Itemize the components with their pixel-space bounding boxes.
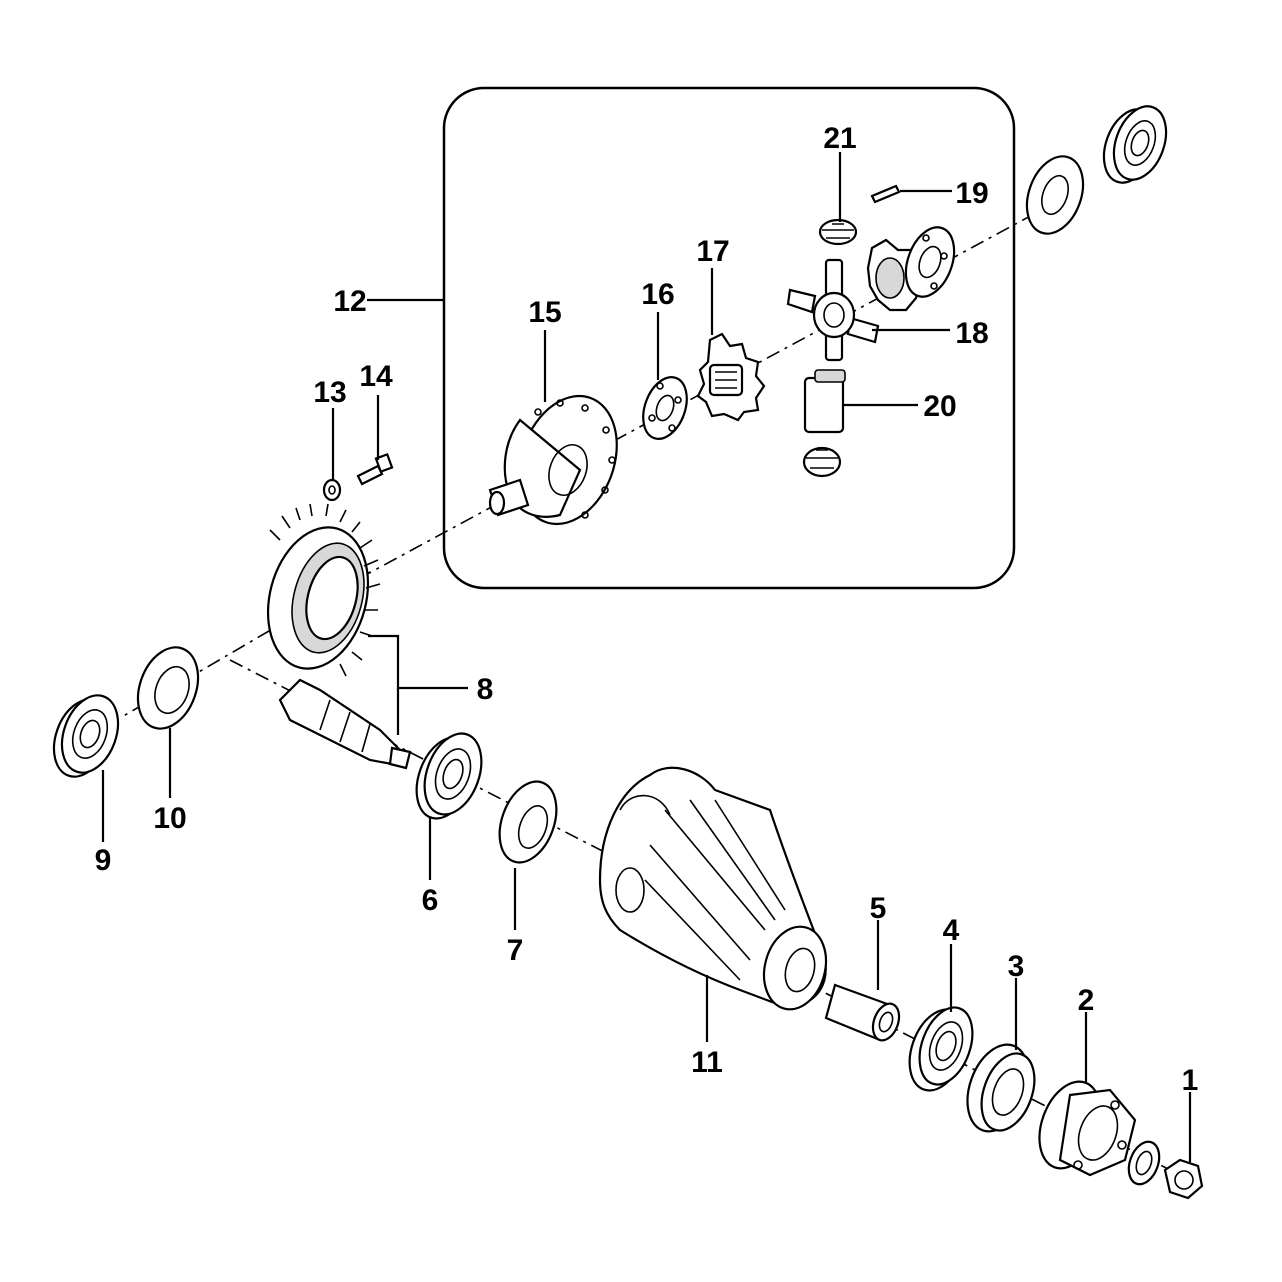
part-flange — [1038, 1080, 1137, 1177]
differential-group-box — [442, 86, 1016, 590]
callout-15: 15 — [528, 296, 561, 329]
part-spacer-sleeve — [824, 983, 901, 1042]
part-spider — [786, 258, 880, 362]
part-bearing-4 — [908, 1006, 974, 1092]
part-bearing-top-right — [1102, 105, 1168, 184]
callout-11: 11 — [691, 1046, 723, 1079]
callout-labels: 1 2 3 4 5 6 7 8 9 10 11 12 13 14 15 16 1… — [95, 122, 1199, 1097]
part-housing — [598, 766, 828, 1011]
part-bolt — [356, 452, 394, 486]
part-bearing-6 — [415, 732, 483, 820]
callout-1: 1 — [1182, 1064, 1199, 1097]
part-washer-small — [1127, 1140, 1161, 1186]
part-thrust-plate-right — [904, 226, 956, 298]
part-washer-7 — [498, 780, 558, 864]
part-thrust-washer — [642, 376, 688, 440]
callout-3: 3 — [1008, 950, 1025, 983]
callout-12: 12 — [333, 285, 366, 318]
part-ring-and-pinion — [266, 503, 412, 770]
part-pin — [870, 184, 901, 204]
part-side-gear-right — [866, 238, 922, 312]
center-lines — [119, 199, 1171, 1171]
callout-6: 6 — [422, 884, 439, 917]
callout-20: 20 — [923, 390, 956, 423]
part-pinion-gear-top — [818, 218, 858, 246]
part-washer-10 — [136, 646, 200, 730]
callout-9: 9 — [95, 844, 112, 877]
callout-16: 16 — [641, 278, 674, 311]
part-seal — [966, 1043, 1036, 1133]
part-nut — [1163, 1158, 1204, 1200]
part-washer-top-right — [1025, 155, 1085, 235]
part-block — [803, 369, 846, 434]
callout-5: 5 — [870, 892, 887, 925]
callout-13: 13 — [313, 376, 346, 409]
callout-2: 2 — [1078, 984, 1095, 1017]
callout-7: 7 — [507, 934, 524, 967]
callout-10: 10 — [153, 802, 186, 835]
callout-21: 21 — [823, 122, 856, 155]
part-lock-washer — [322, 478, 342, 502]
callout-4: 4 — [943, 914, 960, 947]
callout-18: 18 — [955, 317, 988, 350]
callout-8: 8 — [477, 673, 494, 706]
part-bearing-9 — [52, 694, 120, 778]
part-side-gear — [696, 332, 766, 422]
part-pinion-gear-bottom — [802, 446, 842, 478]
callout-17: 17 — [696, 235, 729, 268]
callout-19: 19 — [955, 177, 988, 210]
leader-lines — [101, 152, 1192, 1162]
callout-14: 14 — [359, 360, 393, 393]
part-differential-case — [488, 394, 618, 526]
